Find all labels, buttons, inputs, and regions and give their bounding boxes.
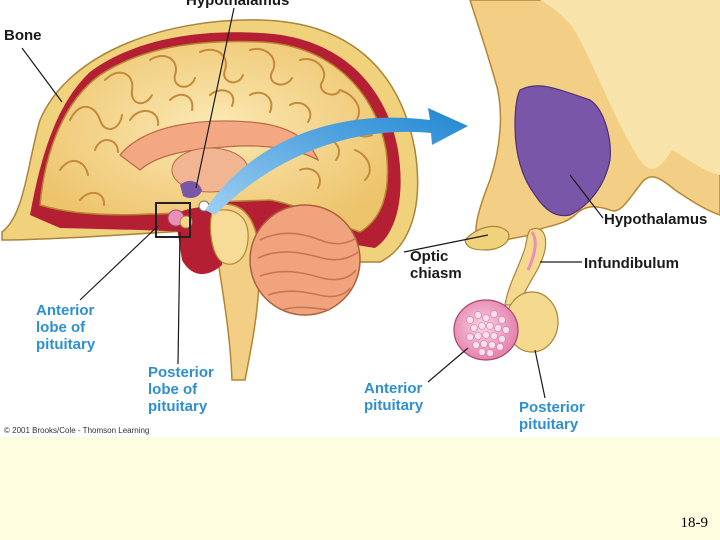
- optic-chiasm: [464, 225, 510, 251]
- label-optic-chiasm: Optic chiasm: [410, 248, 462, 282]
- brain-pituitary-illustration: [1, 0, 720, 399]
- cerebellum: [249, 204, 361, 316]
- leader-lines: [21, 7, 604, 399]
- label-anterior-pituitary: Anterior pituitary: [364, 380, 424, 414]
- label-anterior-lobe: Anterior lobe of pituitary: [36, 302, 96, 353]
- anterior-pituitary-cells: [466, 310, 510, 357]
- label-hypothalamus-right: Hypothalamus: [604, 211, 708, 228]
- label-posterior-pituitary: Posterior pituitary: [519, 399, 585, 433]
- label-hypothalamus-top: Hypothalamus: [186, 0, 290, 9]
- highlight-box: [155, 202, 191, 238]
- magnify-arrow: [205, 108, 468, 215]
- pons: [209, 209, 249, 265]
- label-infundibulum: Infundibulum: [584, 255, 679, 272]
- anatomy-figure: Hypothalamus Bone Anterior lobe of pitui…: [0, 0, 720, 437]
- enlarged-brain-highlight: [540, 0, 720, 175]
- label-bone: Bone: [4, 27, 42, 44]
- slide-footer: 18-9: [0, 437, 720, 540]
- copyright-notice: © 2001 Brooks/Cole - Thomson Learning: [4, 426, 150, 435]
- slide-number: 18-9: [680, 515, 709, 531]
- hypothalamus-large: [514, 85, 611, 217]
- label-posterior-lobe: Posterior lobe of pituitary: [148, 364, 214, 415]
